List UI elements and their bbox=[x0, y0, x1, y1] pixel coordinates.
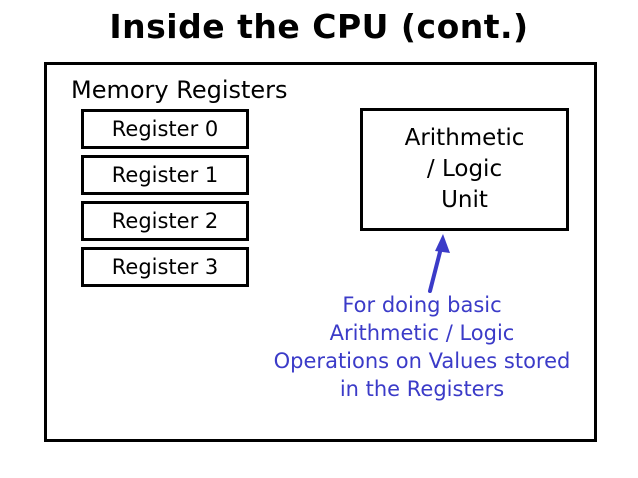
page-title: Inside the CPU (cont.) bbox=[109, 7, 529, 46]
alu-caption-line-1: Arithmetic / Logic bbox=[329, 321, 515, 345]
register-box-1: Register 1 bbox=[81, 155, 249, 195]
alu-line-2: Unit bbox=[441, 187, 488, 213]
register-box-0: Register 0 bbox=[81, 109, 249, 149]
alu-caption: For doing basic Arithmetic / Logic Opera… bbox=[247, 291, 597, 403]
cpu-diagram-frame: Memory Registers Register 0 Register 1 R… bbox=[44, 62, 597, 442]
register-label-1: Register 1 bbox=[111, 163, 219, 187]
alu-line-0: Arithmetic bbox=[404, 125, 525, 151]
memory-registers-group: Memory Registers Register 0 Register 1 R… bbox=[71, 75, 301, 287]
memory-registers-label: Memory Registers bbox=[71, 76, 288, 104]
register-label-0: Register 0 bbox=[111, 117, 219, 141]
alu-line-1: / Logic bbox=[426, 156, 503, 182]
register-label-2: Register 2 bbox=[111, 209, 219, 233]
register-box-2: Register 2 bbox=[81, 201, 249, 241]
register-label-3: Register 3 bbox=[111, 255, 219, 279]
alu-caption-line-0: For doing basic bbox=[342, 293, 502, 317]
up-arrow-icon bbox=[428, 234, 450, 293]
register-box-3: Register 3 bbox=[81, 247, 249, 287]
register-list: Register 0 Register 1 Register 2 Registe… bbox=[81, 109, 249, 287]
arithmetic-logic-unit-box: Arithmetic / Logic Unit bbox=[360, 108, 569, 231]
alu-caption-line-3: in the Registers bbox=[339, 377, 505, 401]
alu-caption-line-2: Operations on Values stored bbox=[273, 349, 571, 373]
